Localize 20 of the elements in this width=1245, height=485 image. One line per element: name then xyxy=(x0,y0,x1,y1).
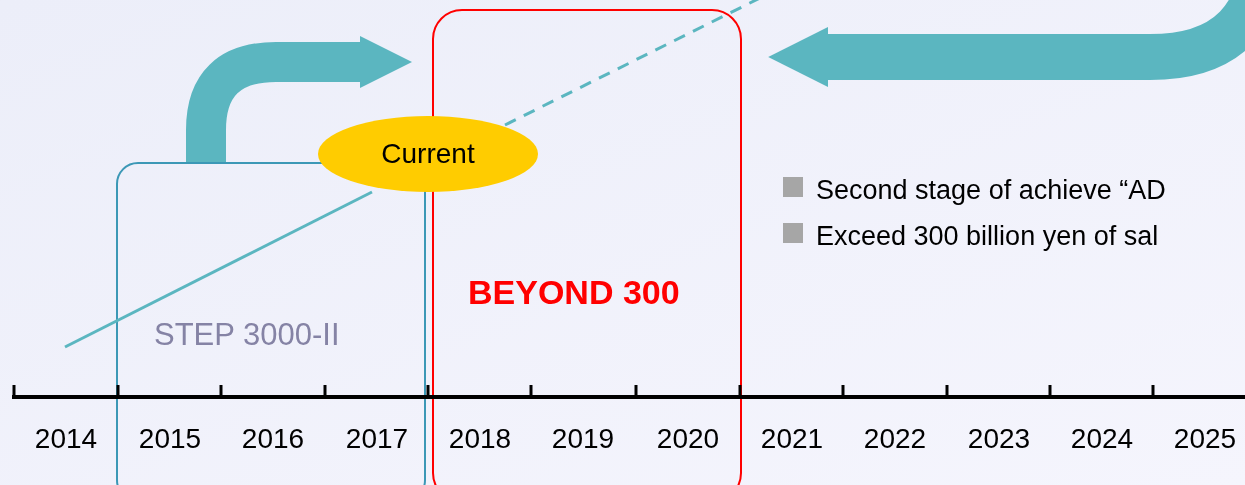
year-label: 2022 xyxy=(862,422,928,456)
year-label: 2018 xyxy=(447,422,513,456)
year-label: 2021 xyxy=(759,422,825,456)
year-label: 2019 xyxy=(550,422,616,456)
bullet-text: Second stage of achieve “AD xyxy=(816,174,1166,207)
year-label: 2024 xyxy=(1069,422,1135,456)
trend-line xyxy=(64,190,373,349)
year-label: 2017 xyxy=(344,422,410,456)
year-label: 2025 xyxy=(1172,422,1238,456)
year-label: 2016 xyxy=(240,422,306,456)
curved-arrow xyxy=(768,0,1245,87)
curved-arrow xyxy=(186,36,412,162)
stage-label: BEYOND 300 xyxy=(468,272,680,313)
year-label: 2015 xyxy=(137,422,203,456)
stage-label: STEP 3000-II xyxy=(154,316,340,354)
year-label: 2023 xyxy=(966,422,1032,456)
year-label: 2020 xyxy=(655,422,721,456)
year-label: 2014 xyxy=(33,422,99,456)
bullet-text: Exceed 300 billion yen of sal xyxy=(816,220,1159,253)
current-label: Current xyxy=(381,137,475,171)
